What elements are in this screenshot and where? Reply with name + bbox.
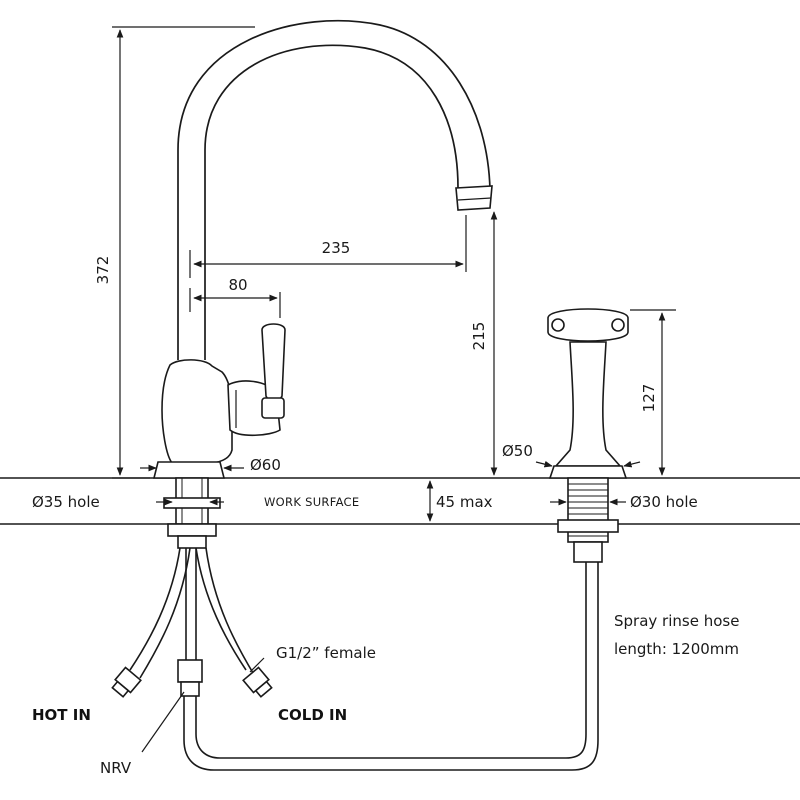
dim-o35-hole-label: Ø35 hole bbox=[32, 493, 100, 511]
dim-235-label: 235 bbox=[322, 239, 351, 257]
cold-inlet-fitting bbox=[242, 666, 273, 698]
flexible-tails bbox=[111, 547, 273, 698]
dim-45-max-label: 45 max bbox=[436, 493, 493, 511]
dim-215-label: 215 bbox=[470, 322, 488, 351]
hot-in-label: HOT IN bbox=[32, 706, 91, 724]
faucet bbox=[152, 19, 493, 549]
dim-80-label: 80 bbox=[228, 276, 247, 294]
nrv-fitting bbox=[177, 659, 203, 697]
hose-length-line1: Spray rinse hose bbox=[614, 612, 739, 630]
dimension-lines bbox=[112, 26, 676, 753]
hose-length-line2: length: 1200mm bbox=[614, 640, 739, 658]
nrv-label: NRV bbox=[100, 759, 132, 777]
dim-o30-hole-label: Ø30 hole bbox=[630, 493, 698, 511]
spray-hose bbox=[183, 560, 599, 771]
dim-127-label: 127 bbox=[640, 384, 658, 413]
work-surface-label: WORK SURFACE bbox=[264, 495, 359, 509]
spray-head bbox=[547, 308, 629, 563]
dim-372-label: 372 bbox=[94, 256, 112, 285]
cold-in-label: COLD IN bbox=[278, 706, 347, 724]
hot-inlet-fitting bbox=[111, 666, 142, 698]
dim-o50-label: Ø50 bbox=[502, 442, 533, 460]
dim-o60-label: Ø60 bbox=[250, 456, 281, 474]
thread-label: G1/2” female bbox=[276, 644, 376, 662]
